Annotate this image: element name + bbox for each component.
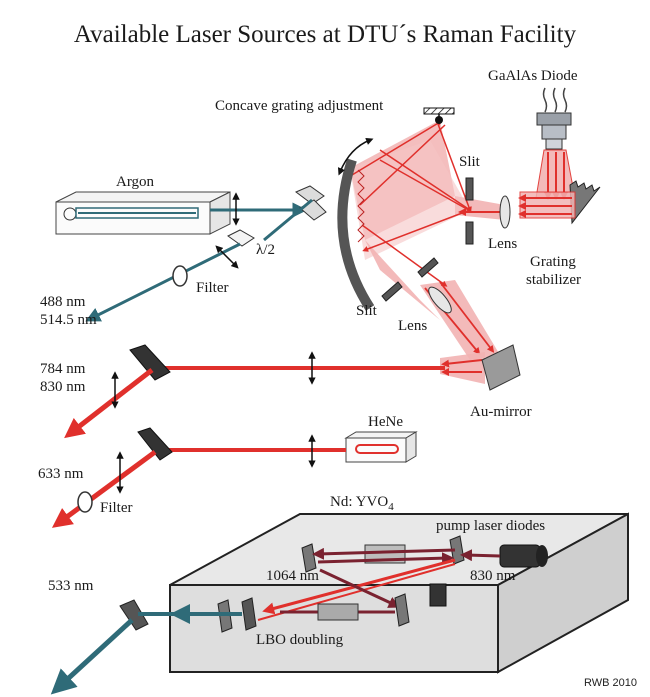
grating-stabilizer-label-1: Grating — [530, 254, 576, 270]
stabilizer-grating — [569, 180, 601, 225]
hene-label: HeNe — [368, 414, 403, 430]
argon-wavelength-2: 514.5 nm — [40, 312, 97, 328]
stabilizer-lens — [499, 195, 511, 229]
entrance-slit-label: Slit — [459, 154, 481, 170]
exit-slit-bottom — [381, 281, 403, 302]
grating-stabilizer: Grating stabilizer — [518, 149, 601, 288]
grating-stabilizer-label-2: stabilizer — [526, 272, 581, 288]
hene-tube — [355, 444, 399, 454]
argon-wavelength-1: 488 nm — [40, 294, 86, 310]
green-output-beam — [50, 618, 134, 695]
hene-fold-mirror — [137, 427, 173, 461]
output-mirror-1 — [241, 597, 257, 631]
ndyvo4-box-side — [497, 512, 629, 674]
argon-output-beam — [85, 242, 241, 322]
argon-filter-label: Filter — [196, 280, 229, 296]
half-wave-plate — [227, 229, 255, 247]
monochromator: Concave grating adjustment Slit Lens Sli… — [215, 98, 517, 360]
argon-periscope-mirror-bottom — [299, 199, 327, 221]
au-mirror-label: Au-mirror — [470, 404, 532, 420]
grating-adjust-arrow-icon — [337, 137, 374, 176]
exit-slit-label: Slit — [356, 303, 378, 319]
argon-output-polarization-arrow-icon — [215, 245, 239, 269]
diode-output-path: Au-mirror 784 nm 830 nm — [40, 344, 532, 439]
exit-slit-top — [417, 257, 439, 278]
hene-laser: HeNe Filter 633 nm — [38, 414, 418, 528]
gaalas-diode-label: GaAlAs Diode — [488, 68, 578, 84]
hene-filter — [77, 491, 93, 513]
green-output-path: 533 nm — [48, 578, 175, 695]
concave-grating-label: Concave grating adjustment — [215, 98, 384, 114]
hene-filter-label: Filter — [100, 500, 133, 516]
argon-tube — [75, 207, 199, 219]
argon-fold-beam — [263, 198, 313, 242]
ndyvo4-laser: Nd: YVO4 pump laser diodes 1064 nm 830 — [169, 494, 629, 674]
page-title: Available Laser Sources at DTU´s Raman F… — [74, 21, 577, 48]
stabilizer-lens-label: Lens — [488, 236, 517, 252]
argon-filter — [172, 265, 188, 287]
pump-diode — [499, 544, 541, 568]
concave-grating — [337, 158, 375, 311]
argon-laser: Argon λ/2 Filter 488 nm 514.5 nm — [40, 174, 327, 328]
diode-housing — [536, 112, 572, 126]
entrance-slit-bottom — [465, 221, 474, 245]
exit-lens — [428, 286, 452, 314]
pump-diodes-label: pump laser diodes — [436, 518, 545, 534]
diode-wavelength-1: 784 nm — [40, 361, 86, 377]
half-wave-label: λ/2 — [256, 242, 275, 258]
hene-wavelength: 633 nm — [38, 466, 84, 482]
beam-dump — [429, 583, 447, 607]
lbo-doubling-label: LBO doubling — [256, 632, 344, 648]
ndyvo4-label: Nd: YVO4 — [330, 494, 394, 513]
lbo-mirror — [394, 593, 410, 627]
ndyvo4-internal-beam — [262, 558, 456, 615]
diode-wavelength-2: 830 nm — [40, 379, 86, 395]
hene-output-beam — [51, 449, 157, 528]
argon-label: Argon — [116, 174, 155, 190]
grating-mount — [423, 107, 455, 115]
green-wavelength: 533 nm — [48, 578, 94, 594]
diode-fold-mirror — [129, 344, 171, 381]
credit: RWB 2010 — [584, 677, 637, 689]
lbo-crystal — [317, 603, 359, 621]
au-mirror — [481, 344, 521, 391]
argon-periscope-mirror-top — [295, 185, 325, 205]
wavelength-830-label: 830 nm — [470, 568, 516, 584]
entrance-slit-top — [465, 177, 474, 201]
exit-lens-label: Lens — [398, 318, 427, 334]
gaalas-diode-laser: GaAlAs Diode — [488, 68, 578, 150]
wavelength-1064-label: 1064 nm — [266, 568, 319, 584]
